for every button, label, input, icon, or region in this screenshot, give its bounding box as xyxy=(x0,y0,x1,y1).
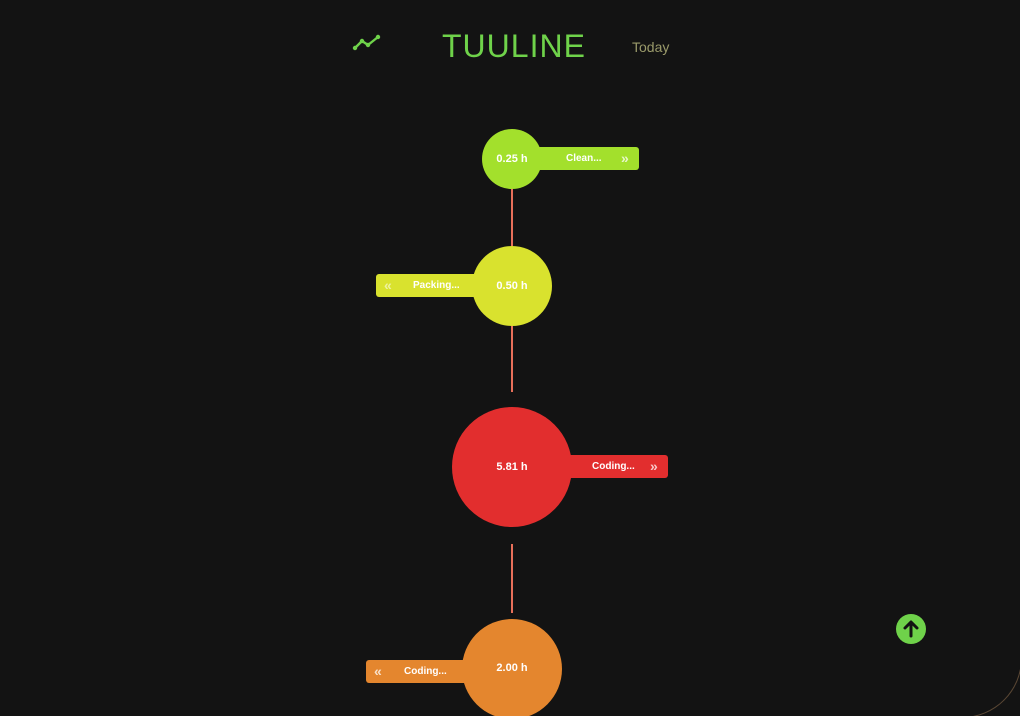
timeline-item-2-bubble[interactable]: 0.50 h xyxy=(472,246,552,326)
timeline-connector xyxy=(511,188,513,246)
app-title: TUULINE xyxy=(442,28,586,64)
timeline-item-3-tag[interactable]: Coding... » xyxy=(550,455,668,478)
timeline-item-duration: 5.81 h xyxy=(496,461,528,473)
timeline-item-label: Coding... xyxy=(592,461,635,472)
timeline-item-4-tag[interactable]: « Coding... xyxy=(366,660,486,683)
timeline-connector xyxy=(511,544,513,613)
scroll-to-top-button[interactable] xyxy=(896,614,926,644)
today-link[interactable]: Today xyxy=(632,39,670,55)
timeline-item-2-tag[interactable]: « Packing... xyxy=(376,274,494,297)
timeline-connector xyxy=(511,326,513,392)
timeline-item-label: Packing... xyxy=(413,280,460,291)
timeline-item-duration: 0.25 h xyxy=(496,153,528,165)
timeline-item-1-tag[interactable]: Clean... » xyxy=(520,147,639,170)
arrow-up-circle-icon xyxy=(903,620,919,638)
chevron-left-icon: « xyxy=(384,277,392,293)
timeline-item-label: Coding... xyxy=(404,666,447,677)
chevron-right-icon: » xyxy=(650,458,658,474)
timeline-item-label: Clean... xyxy=(566,153,602,164)
chevron-right-icon: » xyxy=(621,150,629,166)
timeline-item-1-bubble[interactable]: 0.25 h xyxy=(482,129,542,189)
chevron-left-icon: « xyxy=(374,663,382,679)
timeline-item-duration: 0.50 h xyxy=(496,280,528,292)
trend-line-icon[interactable] xyxy=(352,34,382,52)
timeline-item-4-bubble[interactable]: 2.00 h xyxy=(462,619,562,716)
timeline-item-duration: 2.00 h xyxy=(496,661,528,674)
timeline-item-3-bubble[interactable]: 5.81 h xyxy=(452,407,572,527)
